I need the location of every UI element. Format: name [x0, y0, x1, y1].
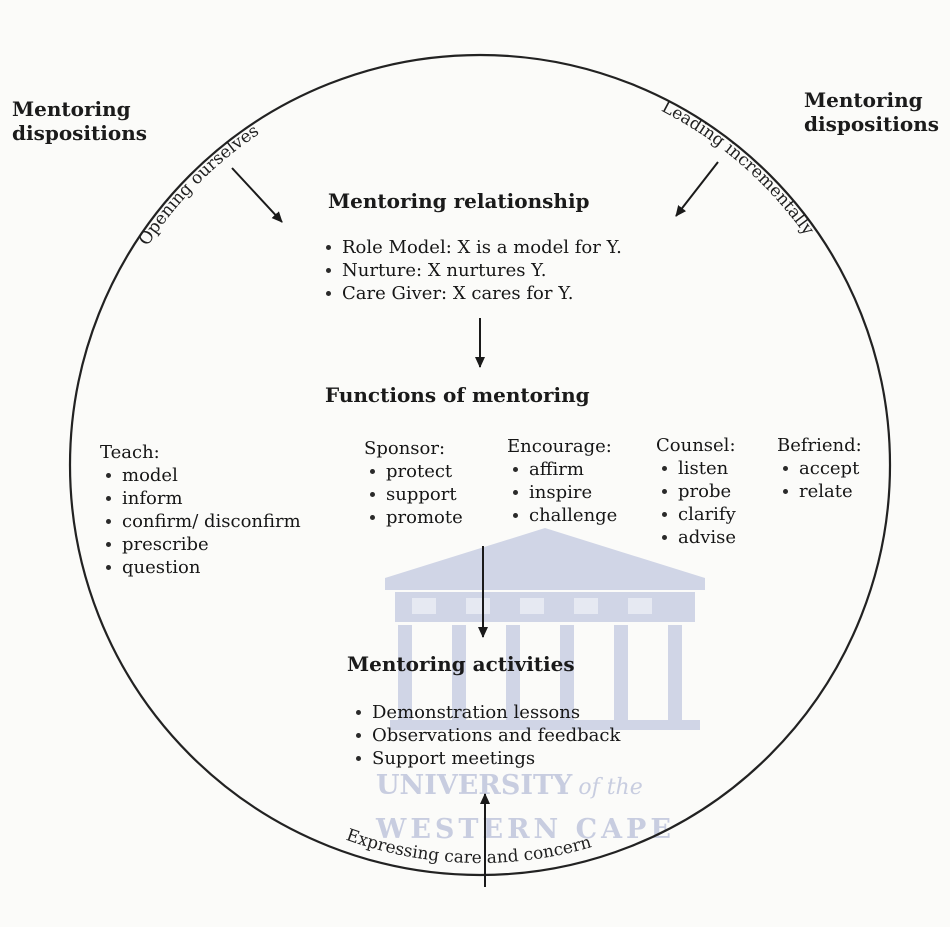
function-label: Sponsor:	[364, 438, 446, 459]
list-item: prescribe	[100, 533, 301, 556]
dispositions-left-label: Mentoring dispositions	[12, 97, 147, 145]
dispositions-right-line1: Mentoring	[804, 88, 923, 112]
activities-list: Demonstration lessons Observations and f…	[350, 701, 620, 770]
list-item: probe	[656, 480, 736, 503]
dispositions-right-line2: dispositions	[804, 112, 939, 136]
dispositions-right-label: Mentoring dispositions	[804, 88, 939, 136]
function-label: Encourage:	[507, 436, 612, 457]
list-item: question	[100, 556, 301, 579]
arc-label-expressing-care: Expressing care and concern	[344, 825, 594, 868]
watermark-line2: WESTERN CAPE	[375, 814, 675, 845]
arc-label-opening-ourselves: Opening ourselves	[135, 121, 263, 249]
function-group-sponsor: Sponsor: protect support promote	[364, 438, 463, 529]
list-item: Nurture: X nurtures Y.	[320, 259, 622, 282]
activities-heading: Mentoring activities	[347, 652, 575, 676]
function-label: Befriend:	[777, 435, 862, 456]
dispositions-left-line1: Mentoring	[12, 97, 131, 121]
list-item: Demonstration lessons	[350, 701, 620, 724]
function-label: Teach:	[100, 442, 160, 463]
function-items: model inform confirm/ disconfirm prescri…	[100, 464, 301, 579]
list-item: inform	[100, 487, 301, 510]
list-item: confirm/ disconfirm	[100, 510, 301, 533]
outer-circle	[68, 53, 892, 877]
list-item: inspire	[507, 481, 617, 504]
function-label: Counsel:	[656, 435, 736, 456]
list-item: relate	[777, 480, 862, 503]
function-group-encourage: Encourage: affirm inspire challenge	[507, 436, 617, 527]
list-item: advise	[656, 526, 736, 549]
function-items: accept relate	[777, 457, 862, 503]
function-group-counsel: Counsel: listen probe clarify advise	[656, 435, 736, 549]
list-item: accept	[777, 457, 862, 480]
list-item: promote	[364, 506, 463, 529]
dispositions-left-line2: dispositions	[12, 121, 147, 145]
list-item: Role Model: X is a model for Y.	[320, 236, 622, 259]
function-items: listen probe clarify advise	[656, 457, 736, 549]
functions-heading: Functions of mentoring	[325, 383, 590, 407]
function-items: affirm inspire challenge	[507, 458, 617, 527]
arrow-opening-to-relationship	[231, 167, 283, 223]
list-item: Support meetings	[350, 747, 620, 770]
list-item: affirm	[507, 458, 617, 481]
relationship-heading: Mentoring relationship	[328, 189, 590, 213]
arrow-leading-to-relationship	[675, 161, 719, 217]
function-items: protect support promote	[364, 460, 463, 529]
list-item: challenge	[507, 504, 617, 527]
list-item: support	[364, 483, 463, 506]
list-item: Observations and feedback	[350, 724, 620, 747]
arc-label-leading-incrementally: Leading incrementally	[658, 97, 818, 239]
function-group-teach: Teach: model inform confirm/ disconfirm …	[100, 442, 301, 579]
list-item: protect	[364, 460, 463, 483]
relationship-list: Role Model: X is a model for Y. Nurture:…	[320, 236, 622, 305]
list-item: Care Giver: X cares for Y.	[320, 282, 622, 305]
function-group-befriend: Befriend: accept relate	[777, 435, 862, 503]
list-item: clarify	[656, 503, 736, 526]
list-item: model	[100, 464, 301, 487]
list-item: listen	[656, 457, 736, 480]
